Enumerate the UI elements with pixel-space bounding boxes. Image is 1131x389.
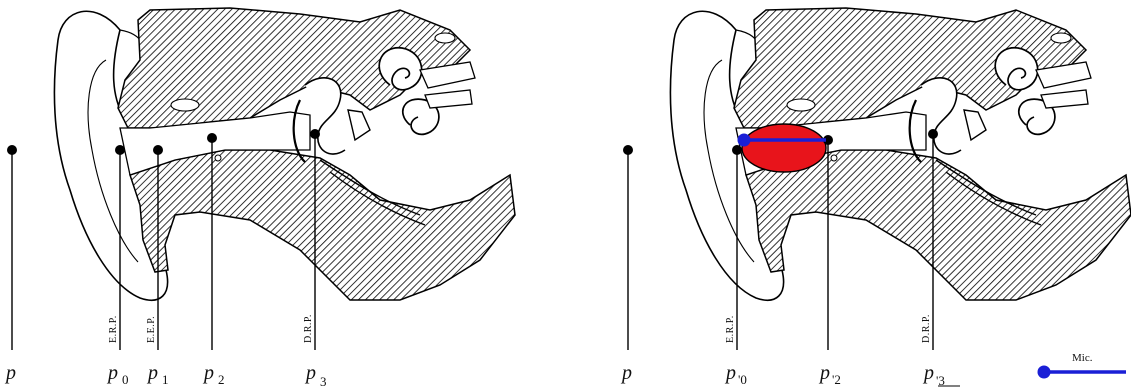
point-sub-p3: 3	[320, 374, 327, 389]
label-erp-right: E.R.P.	[725, 315, 736, 343]
point-label-p2: p	[202, 362, 214, 384]
point-label-p1: p	[146, 362, 158, 384]
point-label-p0-right: p	[724, 362, 736, 384]
point-label-p3-right: p	[922, 362, 934, 384]
point-label-p-right: p	[620, 362, 632, 384]
left-panel: E.R.P. E.E.P. D.R.P. p p 0 p 1 p 2 p 3	[4, 8, 515, 389]
point-sub-p0: 0	[122, 372, 129, 387]
microphone-label: Mic.	[1072, 352, 1093, 364]
point-sub-p0-right: '0	[738, 372, 747, 387]
ear-cross-section-icon	[54, 8, 515, 300]
reference-point-p-right	[623, 145, 633, 350]
point-sub-p2: 2	[218, 372, 225, 387]
point-sub-p1: 1	[162, 372, 169, 387]
earplug-icon	[742, 124, 826, 172]
right-panel: E.R.P. D.R.P. p p '0 p '2 p '3 Mic.	[620, 8, 1131, 388]
microphone-icon	[1038, 366, 1127, 379]
point-label-p2-right: p	[818, 362, 830, 384]
reference-point-p	[7, 145, 17, 350]
label-drp: D.R.P.	[303, 314, 314, 343]
point-sub-p2-right: '2	[832, 372, 841, 387]
point-label-p3: p	[304, 362, 316, 384]
point-label-p: p	[4, 362, 16, 384]
point-label-p0: p	[106, 362, 118, 384]
label-eep: E.E.P.	[146, 316, 157, 343]
label-drp-right: D.R.P.	[921, 314, 932, 343]
label-erp: E.R.P.	[108, 315, 119, 343]
